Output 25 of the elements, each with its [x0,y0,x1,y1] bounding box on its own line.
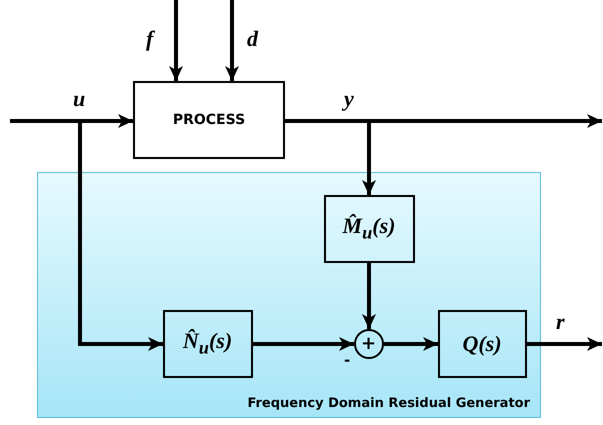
block-label: PROCESS [172,112,246,128]
signal-arrow [253,337,354,351]
signal-label: f [146,28,154,50]
transfer-function: Q(s) [462,330,502,356]
block-box [133,81,285,159]
residual-generator-region [37,172,541,418]
transfer-function: N̂$_{u}$(s) [182,328,232,359]
signal-arrow [384,337,438,351]
signal-arrow [362,263,376,329]
signal-label: r [556,311,565,333]
signal-label: d [247,28,258,50]
block-box [162,310,252,378]
block-box [438,310,526,378]
plus-sign: + [360,334,376,352]
sign-label: - [344,353,350,368]
signal-arrow [285,119,376,195]
group-title: Frequency Domain Residual Generator [247,396,530,411]
signal-label: u [73,88,86,110]
signal-arrow [169,0,183,81]
signal-label: y [344,88,354,110]
block-box [324,194,414,262]
signal-arrow [225,0,239,81]
summing-junction [354,328,384,358]
transfer-function: M̂$_{u}$(s) [342,213,396,244]
signal-arrow [527,337,602,351]
